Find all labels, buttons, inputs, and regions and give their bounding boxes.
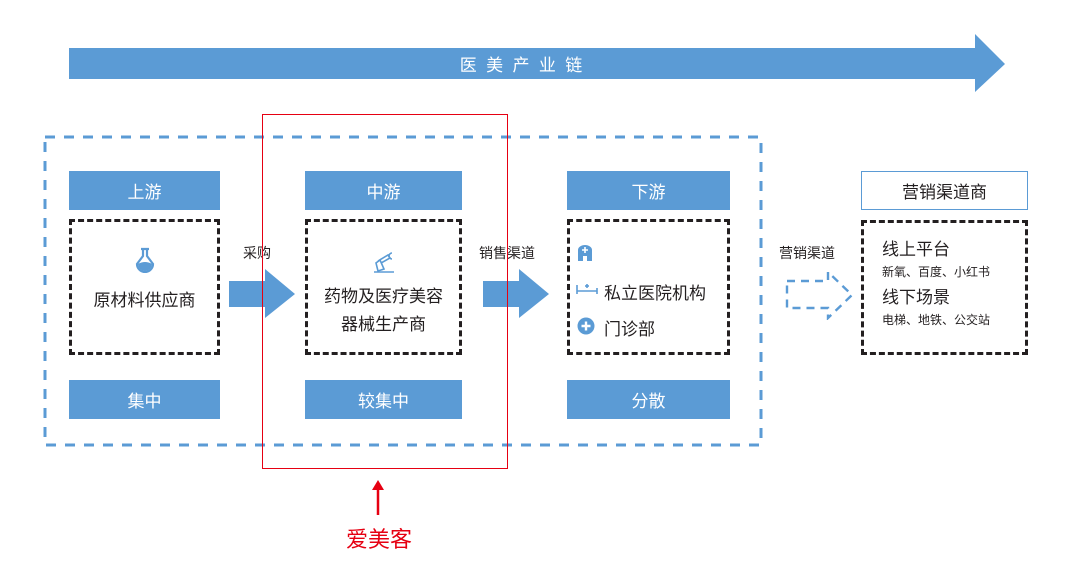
midstream-content-line2: 器械生产商	[341, 315, 426, 335]
marketing-channel-label: 营销渠道	[779, 246, 835, 262]
upstream-footer: 集中	[69, 380, 220, 419]
flask-icon	[135, 247, 155, 273]
upstream-node	[69, 219, 220, 355]
clinic-text: 门诊部	[604, 320, 655, 340]
online-platform-title: 线上平台	[882, 240, 950, 260]
industry-chain-arrow	[69, 34, 1005, 92]
hospital-icon	[578, 245, 592, 261]
private-hospital-text: 私立医院机构	[604, 284, 706, 304]
sales-channel-arrow	[483, 269, 549, 318]
marketing-channel-arrow	[785, 270, 854, 320]
upstream-header: 上游	[69, 171, 220, 210]
industry-chain-title: 医 美 产 业 链	[459, 56, 585, 76]
highlight-frame	[262, 114, 508, 469]
online-platform-examples: 新氧、百度、小红书	[882, 265, 991, 279]
highlight-company-label: 爱美客	[345, 528, 412, 553]
upstream-content: 原材料供应商	[93, 291, 196, 311]
offline-scene-title: 线下场景	[882, 288, 950, 308]
bed-icon	[576, 284, 598, 294]
robot-arm-icon	[374, 252, 394, 273]
marketing-node	[861, 220, 1028, 355]
plus-circle-icon	[577, 317, 595, 335]
purchase-label: 采购	[243, 246, 271, 262]
up-arrow-icon	[372, 480, 384, 515]
midstream-node	[305, 219, 462, 355]
downstream-footer: 分散	[567, 380, 730, 419]
midstream-footer: 较集中	[305, 380, 462, 419]
marketing-header: 营销渠道商	[861, 171, 1028, 210]
downstream-header: 下游	[567, 171, 730, 210]
midstream-content: 药物及医疗美容 器械生产商	[305, 283, 462, 339]
midstream-content-line1: 药物及医疗美容	[324, 287, 443, 307]
midstream-header: 中游	[305, 171, 462, 210]
downstream-node	[567, 219, 730, 355]
offline-scene-examples: 电梯、地铁、公交站	[882, 313, 991, 327]
